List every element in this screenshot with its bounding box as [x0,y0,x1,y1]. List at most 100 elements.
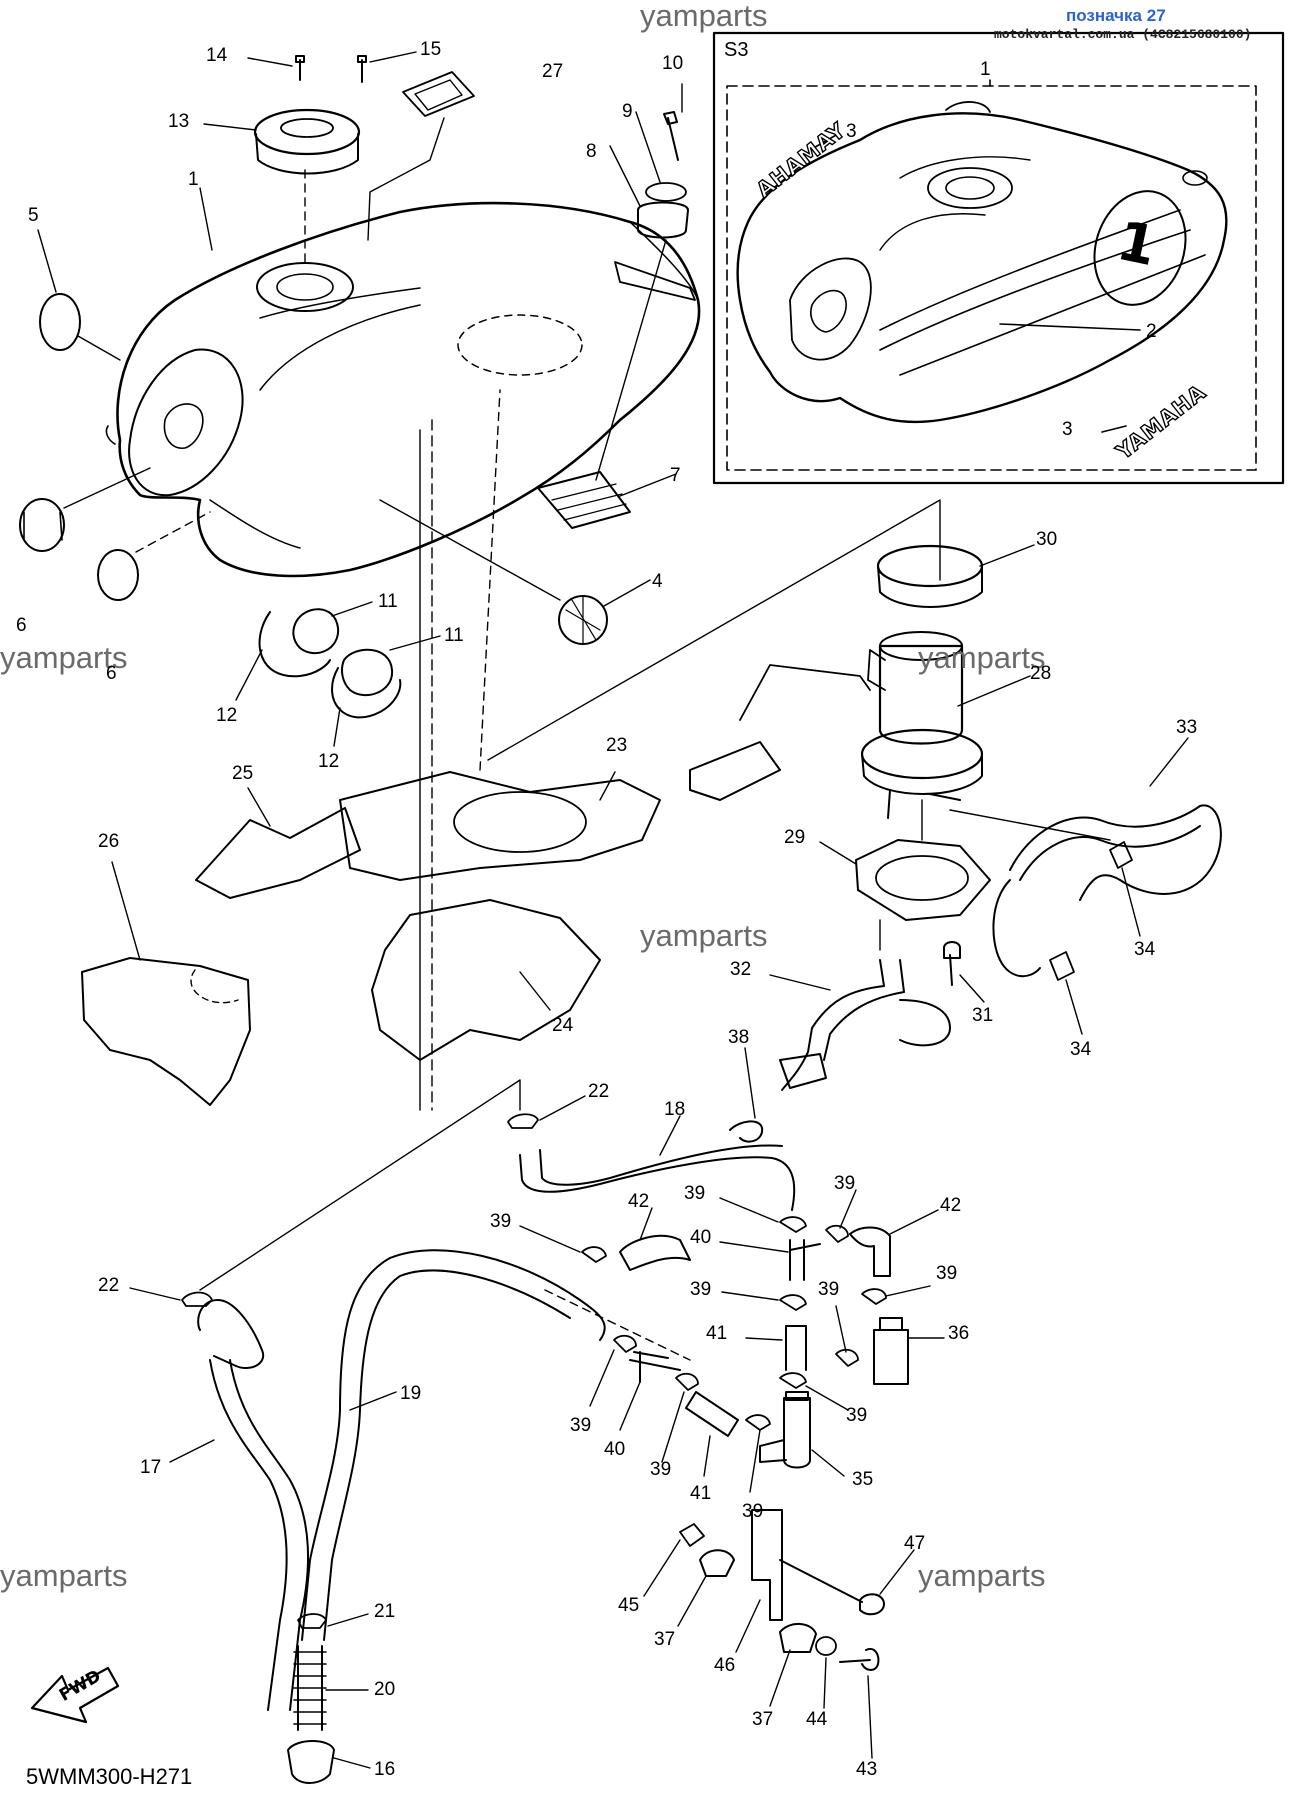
callout-39j: 39 [742,1501,764,1522]
bolt-line-dashed [595,239,667,481]
shield-25 [195,807,361,899]
leader-12a [235,649,263,701]
tank-underside-lip [209,499,301,549]
clamp-39j [613,1334,637,1353]
callout-4: 4 [652,571,663,592]
callout-inset-3b: 3 [1062,419,1073,440]
callout-26: 26 [98,831,120,852]
leader-39g [805,1385,849,1411]
inset-dashed-frame [726,85,1257,471]
callout-11a: 11 [378,591,398,612]
callout-31: 31 [972,1005,994,1026]
callout-39h: 39 [846,1405,868,1426]
inset-knee-recess [789,257,872,361]
washer-9 [645,182,687,202]
assembly-lines [199,389,941,1361]
callout-6b: 6 [106,663,117,684]
plug-4-spokes [565,595,601,645]
label-27-plate [402,71,475,117]
callout-39d: 39 [690,1279,712,1300]
inset-title: S3 [724,39,749,61]
callout-41b: 41 [690,1483,712,1504]
leader-14 [247,57,293,67]
leader-26 [111,861,141,961]
clip-12a [258,611,331,678]
callout-1: 1 [188,169,199,190]
watermark-left-bottom: yamparts [0,1558,128,1593]
leader-16 [333,1757,371,1769]
leader-15 [369,51,417,63]
callout-32: 32 [730,959,752,980]
leader-6a [63,467,151,509]
leader-43 [867,1675,873,1759]
inset-filler-ring [927,167,1013,209]
tank-pump-ring-dashed [457,314,583,376]
callout-33: 33 [1176,717,1198,738]
leader-31 [959,974,985,1003]
inset-frame [712,31,1285,485]
tank-knee-recess [128,348,244,497]
clip-37a [699,1549,735,1577]
callout-42b: 42 [940,1195,962,1216]
leader-27 [367,117,445,241]
bolt-10 [663,111,679,161]
leader-40b [619,1381,641,1431]
callout-46: 46 [714,1655,736,1676]
shield-26-dashed [190,969,239,1004]
callout-5: 5 [28,205,39,226]
tank-left-bracket [105,425,116,445]
diagram-code: 5WMM300-H271 [26,1764,193,1789]
leader-39i [661,1391,685,1463]
callout-35: 35 [852,1469,874,1490]
leader-47 [879,1549,915,1595]
pump-28-connector [867,649,886,691]
clamp-22b [181,1291,213,1307]
callout-47: 47 [904,1533,926,1554]
page-marker-label: позначка 27 [1066,6,1166,25]
leader-22b [129,1287,181,1301]
leader-21 [327,1613,369,1627]
connector-32 [779,1053,827,1089]
tank-rear-mount [614,261,696,301]
leader-39d [721,1291,779,1301]
callout-28: 28 [1030,663,1052,684]
leader-35 [811,1449,845,1477]
tube-42a [619,1235,691,1271]
grommet-6a [19,498,65,552]
hose-32-end [899,999,951,1047]
callout-27: 27 [542,61,564,82]
fuel-pump-assembly [689,544,1222,1143]
leader-38 [744,1047,756,1119]
callout-25: 25 [232,763,254,784]
callout-17: 17 [140,1457,162,1478]
callout-39g: 39 [570,1415,592,1436]
callout-inset-3a: 3 [846,121,857,142]
bolt-31 [943,941,961,986]
tank-filler-ring [256,262,354,312]
collar-8 [637,201,689,239]
grommet-6a-side [23,511,63,541]
lower-hoses [129,1095,796,1784]
leader-12b [333,707,341,747]
leader-13 [203,123,257,131]
gasket-29 [855,839,991,921]
callout-42a: 42 [628,1191,650,1212]
callout-18: 18 [664,1099,686,1120]
hose-33-b [1019,825,1201,881]
tank-filler-inner [276,273,334,301]
float [689,741,781,801]
hose-19-down [301,1409,361,1641]
inset-rear-mount [1182,170,1208,186]
leader-19 [349,1391,397,1411]
tap-35-elbow [759,1439,787,1463]
callout-39b: 39 [834,1173,856,1194]
callout-inset-2: 2 [1146,321,1157,342]
bolt-43 [839,1648,880,1671]
callout-16: 16 [374,1759,396,1780]
inset-number-plate [1093,190,1187,306]
filter-20-rings [293,1651,327,1725]
inset-stripe-lower2 [899,254,1206,376]
leader-34b [1065,979,1083,1035]
callout-43: 43 [856,1759,878,1780]
clip-34a [1109,841,1133,869]
